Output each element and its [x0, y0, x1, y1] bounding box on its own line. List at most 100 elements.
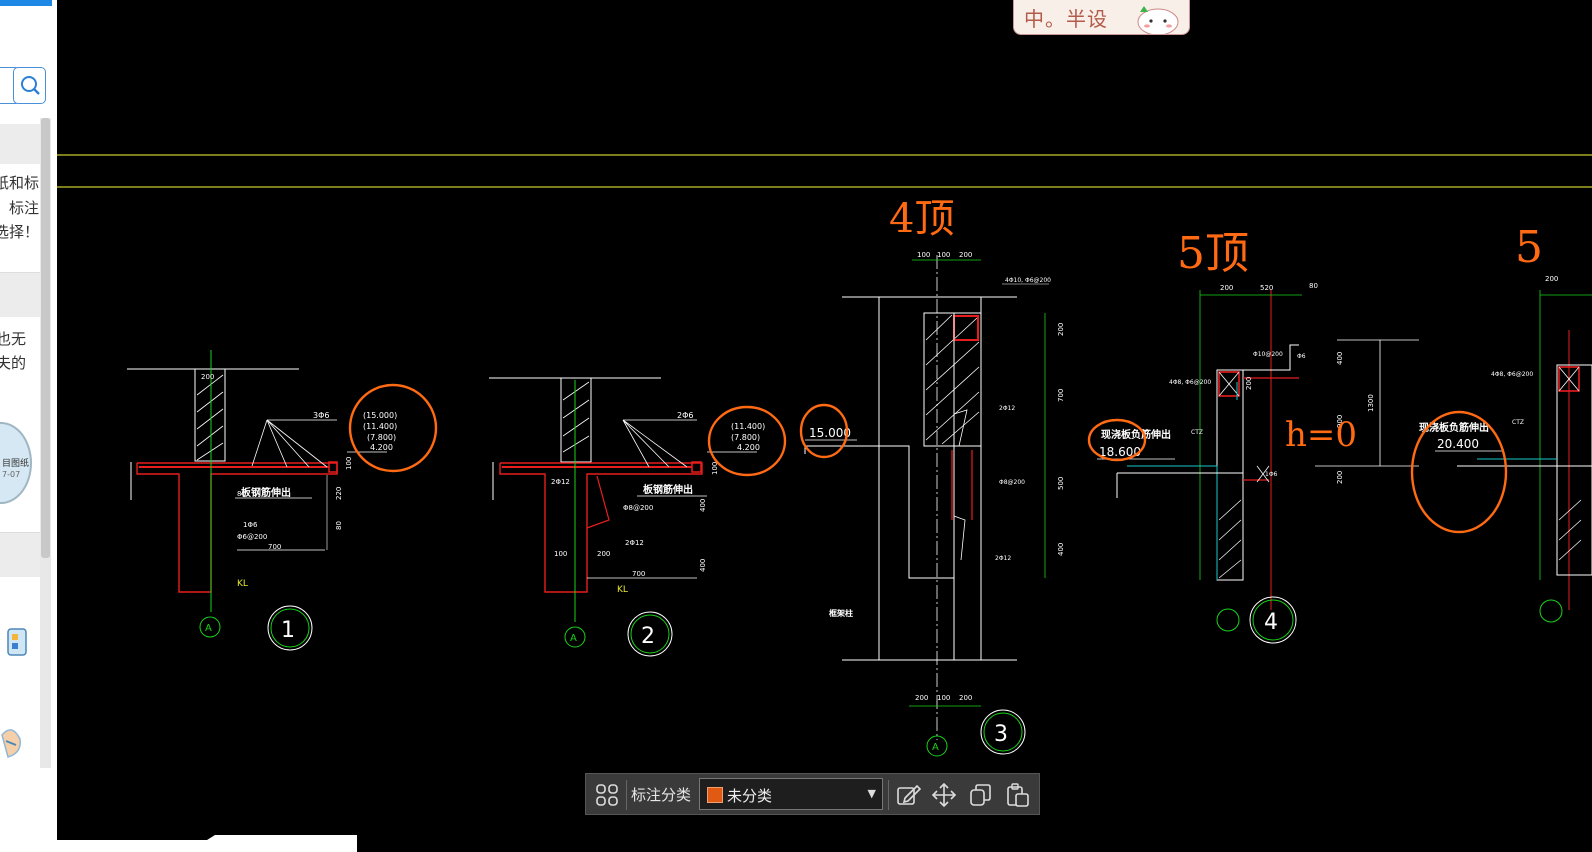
- snippet-line: 纸和标: [0, 174, 40, 192]
- annotation-label: 框架柱: [829, 608, 853, 618]
- detail-5: 200 4Φ8, Φ6@200 CTZ 现浇板负筋伸出 20.400 5: [1410, 222, 1592, 623]
- annotation-toolbar: 标注分类 未分类 ▼: [585, 773, 1040, 815]
- dimension-label: 200: [1545, 275, 1558, 283]
- beam-label: KL: [617, 585, 628, 595]
- handwritten-note: 5顶: [1177, 228, 1249, 279]
- bottom-tab[interactable]: [57, 835, 357, 852]
- dimension-label: 200: [1057, 323, 1065, 336]
- dimension-label: 80: [335, 521, 343, 530]
- cad-canvas[interactable]: 3Φ6 (15.000) (11.400) (7.800) 4.200 200 …: [57, 0, 1592, 852]
- dimension-label: 400: [699, 559, 707, 572]
- handwritten-circle: [707, 405, 787, 477]
- edit-icon[interactable]: [893, 780, 923, 810]
- dimension-label: 700: [1057, 389, 1065, 402]
- dimension-label: 200: [201, 373, 214, 381]
- side-panel-gray-block: [0, 124, 40, 164]
- ime-status-bar[interactable]: 中。半设: [1013, 0, 1190, 35]
- elevation-label: 15.000: [809, 426, 851, 440]
- axis-label: A: [205, 623, 212, 634]
- thumbnail-label: 目图纸: [2, 459, 30, 469]
- dimension-label: 100: [345, 457, 353, 470]
- dimension-label: 200: [915, 694, 928, 702]
- detail-number: 4: [1264, 610, 1278, 635]
- dimension-label: 900: [1336, 415, 1344, 428]
- handwritten-note: 4顶: [889, 196, 954, 242]
- toolbar-separator: [888, 780, 889, 810]
- detail-2: 2Φ6 (11.400) (7.800) 4.200 2Φ12 板钢筋伸出 Φ8…: [489, 377, 787, 657]
- dimension-label: 100: [937, 251, 950, 259]
- rebar-label: 1Φ6: [243, 521, 258, 529]
- illustration-icon: [1, 729, 21, 758]
- handwritten-circle: [799, 403, 849, 459]
- elevation-label: 18.600: [1099, 445, 1141, 459]
- copy-icon[interactable]: [966, 780, 996, 810]
- dimension-label: 200: [1336, 471, 1344, 484]
- ctz-label: CTZ: [1512, 419, 1524, 426]
- paste-icon[interactable]: [1003, 780, 1033, 810]
- detail-number: 1: [281, 618, 295, 643]
- dimension-label: 200: [959, 251, 972, 259]
- detail-number: 2: [641, 624, 655, 649]
- dimension-label: 700: [632, 570, 645, 578]
- dimension-label: 100: [711, 462, 719, 475]
- rebar-label: Φ8@200: [623, 504, 653, 512]
- elevation-label: (7.800): [731, 433, 760, 442]
- elevation-label: 20.400: [1437, 437, 1479, 451]
- rebar-label: 2Φ6: [677, 411, 693, 420]
- rebar-label: 4Φ10, Φ6@200: [1005, 277, 1051, 284]
- handwritten-circle: [348, 383, 438, 473]
- rebar-label: 2Φ12: [995, 555, 1011, 562]
- category-selected-value: 未分类: [727, 787, 773, 805]
- dimension-label: 100: [937, 694, 950, 702]
- side-panel-scrollbar[interactable]: [40, 118, 51, 768]
- search-button[interactable]: [13, 67, 46, 104]
- dimension-label: 1300: [1367, 394, 1375, 412]
- detail-1: 3Φ6 (15.000) (11.400) (7.800) 4.200 200 …: [127, 350, 438, 651]
- snippet-line: ，标注: [0, 199, 40, 217]
- grid-apps-icon[interactable]: [592, 780, 622, 810]
- side-panel: 纸和标 ，标注 选择！ 也无 夫的 目图纸 7-07: [0, 0, 57, 852]
- dimension-label: 400: [699, 499, 707, 512]
- dimension-label: 400: [1057, 543, 1065, 556]
- move-icon[interactable]: [929, 780, 959, 810]
- annotation-label: 现浇板负筋伸出: [1419, 421, 1489, 434]
- rebar-label: Φ6: [1297, 353, 1306, 360]
- rebar-label: Φ6@200: [237, 533, 267, 541]
- detail-3: 100 100 200 4Φ10, Φ6@200 200 700 500 400…: [799, 196, 1065, 757]
- search-icon: [21, 76, 40, 95]
- chevron-down-icon: ▼: [867, 787, 876, 800]
- rebar-label: Φ8@200: [999, 479, 1025, 486]
- dimension-label: 200: [597, 550, 610, 558]
- thumbnail-avatar[interactable]: 目图纸 7-07: [0, 422, 32, 504]
- thumbnail-sublabel: 7-07: [2, 470, 21, 479]
- illustration-icon: [7, 628, 27, 656]
- annotation-label: 现浇板负筋伸出: [1101, 428, 1171, 441]
- beam-label: KL: [237, 579, 248, 589]
- elevation-label: (11.400): [731, 422, 765, 431]
- cat-mascot-icon: [1137, 6, 1179, 34]
- scrollbar-thumb[interactable]: [41, 118, 50, 558]
- elevation-label: (11.400): [363, 422, 397, 431]
- dimension-label: 80: [1309, 282, 1318, 290]
- elevation-label: (7.800): [367, 433, 396, 442]
- rebar-label: 1Φ6: [1265, 471, 1278, 478]
- ctz-label: CTZ: [1191, 429, 1203, 436]
- side-panel-gray-block: [0, 273, 40, 317]
- dimension-label: 100: [917, 251, 930, 259]
- divider: [0, 532, 40, 533]
- dimension-label: 80: [237, 490, 246, 498]
- annotation-label: 板钢筋伸出: [643, 483, 693, 496]
- snippet-line: 选择！: [0, 223, 40, 241]
- toolbar-separator: [626, 780, 627, 810]
- rebar-label: 4Φ8, Φ6@200: [1491, 371, 1533, 378]
- rebar-label: 2Φ12: [999, 405, 1015, 412]
- elevation-label: (15.000): [363, 411, 397, 420]
- snippet-line: 夫的: [0, 354, 27, 372]
- side-panel-header-bar: [0, 0, 52, 6]
- handwritten-note: h=0: [1285, 415, 1357, 455]
- annotation-category-select[interactable]: 未分类 ▼: [699, 778, 883, 810]
- detail-4: 200 520 80 Φ10@200 Φ6 4Φ8, Φ6@200 CTZ 20…: [1087, 228, 1419, 644]
- dimension-label: 200: [1220, 284, 1233, 292]
- divider: [0, 272, 40, 273]
- detail-number: 3: [994, 722, 1008, 747]
